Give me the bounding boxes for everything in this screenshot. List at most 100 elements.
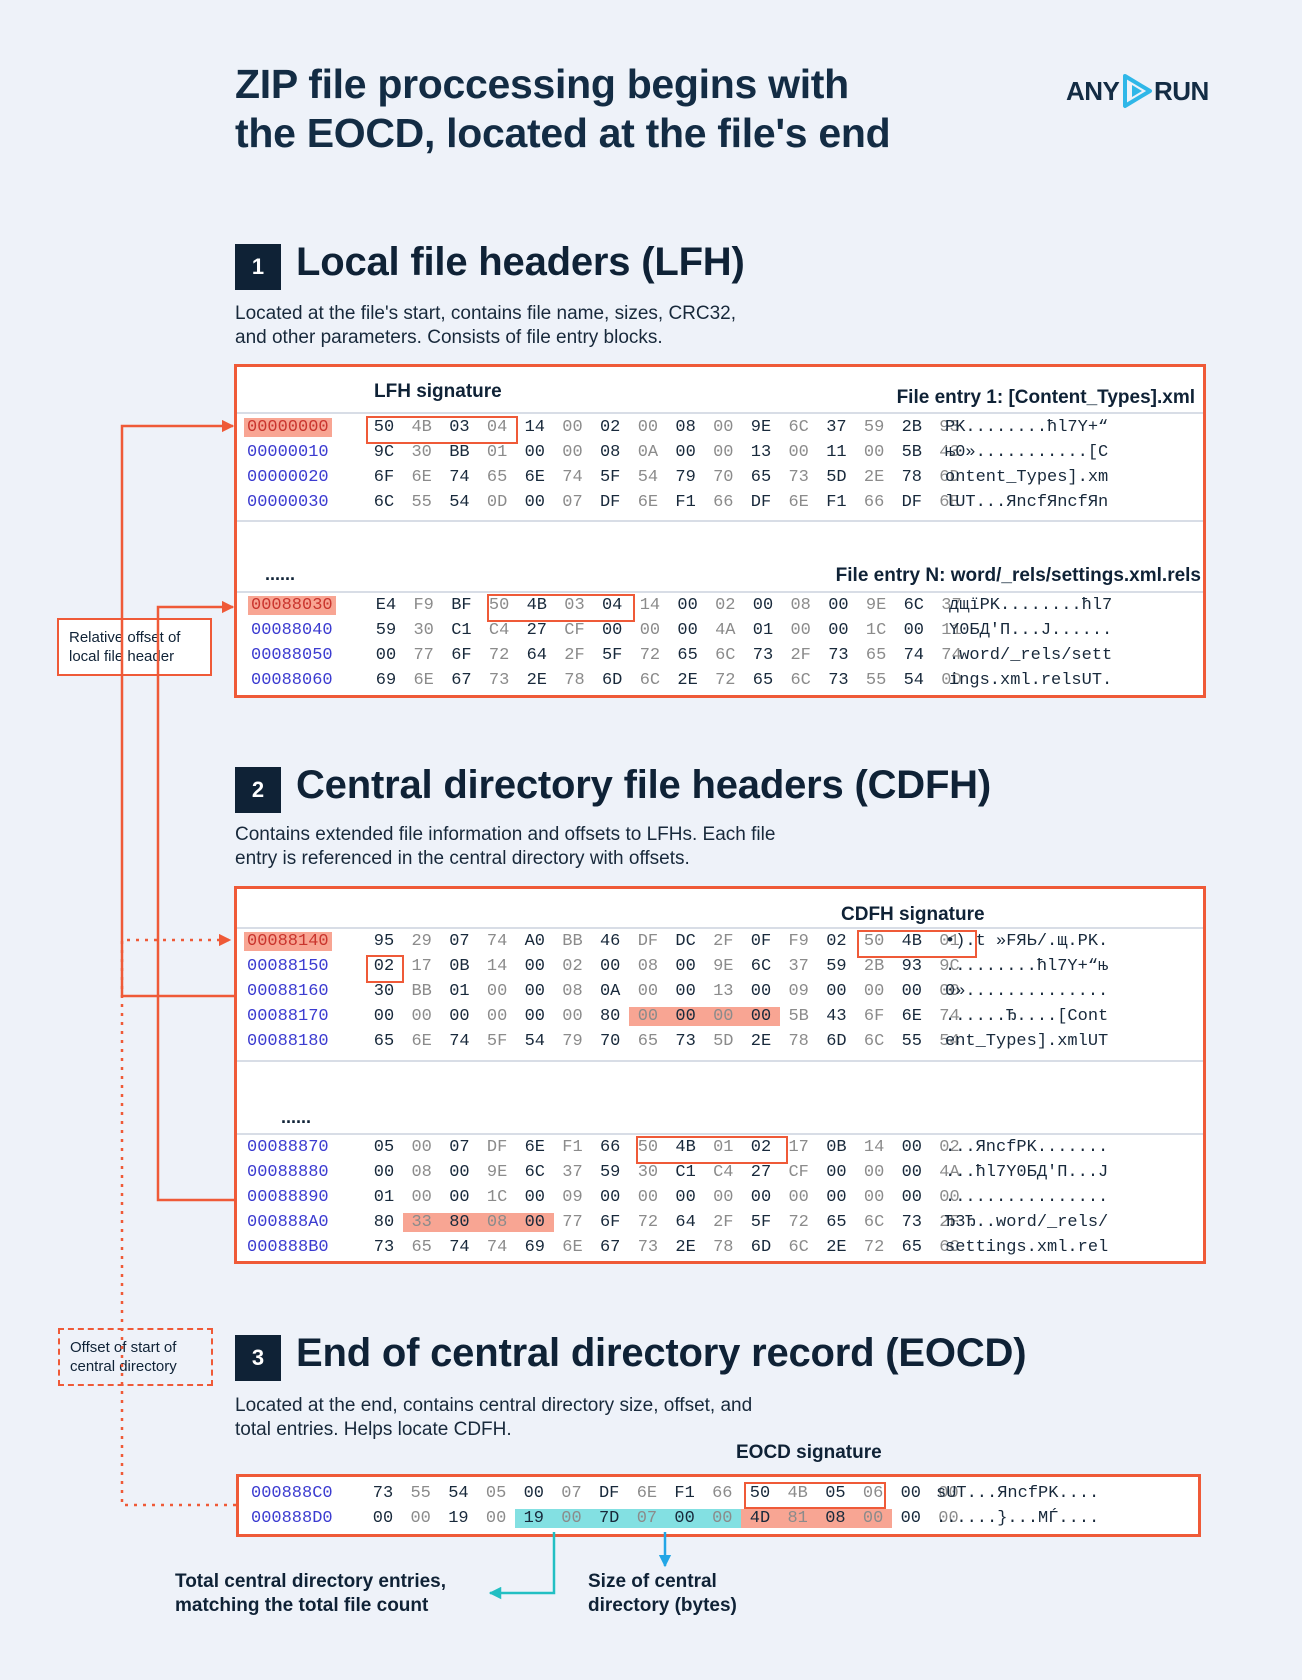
hex-byte: 01	[449, 982, 470, 1001]
hex-byte: 4B	[526, 596, 547, 615]
hex-byte: C1	[675, 1163, 696, 1182]
hex-byte: 69	[524, 1238, 545, 1257]
title-line-1: ZIP file proccessing begins with	[235, 61, 849, 107]
hex-byte: 5B	[788, 1007, 809, 1026]
lfh-signature-box-n	[487, 594, 635, 622]
hex-byte: 6C	[639, 671, 661, 690]
hex-byte: 50	[373, 418, 395, 437]
hex-byte: 6C	[863, 1032, 885, 1051]
hex-byte: 9E	[750, 418, 772, 437]
hex-offset: 00000030	[247, 493, 329, 512]
hex-offset: 000888C0	[251, 1484, 333, 1503]
hex-byte: 00	[750, 982, 772, 1001]
hex-byte: 77	[562, 1213, 583, 1232]
hex-byte: DF	[750, 493, 772, 512]
hex-byte: 54	[903, 671, 924, 690]
hex-byte: 01	[486, 443, 508, 462]
hex-byte: 00	[628, 1007, 667, 1026]
hex-byte: 9E	[486, 1163, 508, 1182]
hex-byte: 00	[901, 1188, 922, 1207]
hex-byte: F9	[788, 932, 809, 951]
hex-byte: 2F	[939, 1213, 960, 1232]
hex-byte: 5F	[601, 646, 623, 665]
hex-byte: 00	[750, 1188, 772, 1207]
hex-byte: 70	[713, 468, 734, 487]
lfh-signature-box-1	[366, 416, 518, 444]
hex-byte: 00	[713, 443, 734, 462]
hex-byte: 00	[938, 1509, 959, 1528]
hex-byte: DC	[675, 932, 696, 951]
hex-byte: 65	[901, 1238, 922, 1257]
hex-byte: 01	[373, 1188, 395, 1207]
hex-byte: 2F	[713, 932, 734, 951]
hex-ascii: lUT...ЯncfЯncfЯn	[945, 493, 1109, 512]
hex-byte: 1C	[865, 621, 887, 640]
hex-byte: BB	[449, 443, 470, 462]
hex-ascii: ...ЯncfPK.......	[945, 1138, 1109, 1157]
hex-byte: 08	[675, 418, 696, 437]
hex-byte: 00	[677, 596, 698, 615]
hex-byte: 54	[939, 1032, 960, 1051]
hex-byte: 66	[863, 493, 885, 512]
cd-size-annotation: Size of central directory (bytes)	[588, 1570, 737, 1618]
hex-ascii: ...ħl7Y0БД'П...J	[945, 1163, 1109, 1182]
page-title: ZIP file proccessing begins with the EOC…	[235, 60, 1035, 158]
hex-byte: 00	[863, 1188, 885, 1207]
hex-byte: 02	[750, 1138, 772, 1157]
hex-byte: C4	[713, 1163, 734, 1182]
hex-byte: 00	[411, 1188, 432, 1207]
hex-ascii: Ђ3Ђ..word/_rels/	[945, 1213, 1109, 1232]
hex-byte: 6C	[750, 957, 772, 976]
hex-offset: 000888D0	[251, 1509, 333, 1528]
hex-offset: 00088030	[248, 596, 336, 615]
hex-byte: 00	[524, 1007, 545, 1026]
file-entry-1-label: File entry 1: [Content_Types].xml	[896, 387, 1195, 408]
hex-byte: 00	[901, 1163, 922, 1182]
lfh-1-offset-arrow	[120, 419, 235, 998]
hex-byte: 00	[562, 1007, 583, 1026]
hex-byte: 79	[562, 1032, 583, 1051]
hex-byte: 6D	[601, 671, 623, 690]
hex-byte: 80	[373, 1213, 395, 1232]
hex-byte: 00	[900, 1484, 921, 1503]
hex-byte: DF	[486, 1138, 508, 1157]
hex-byte: 00	[562, 418, 583, 437]
hex-byte: 55	[865, 671, 887, 690]
hex-byte: 00	[637, 1188, 659, 1207]
hex-offset: 00088170	[247, 1007, 329, 1026]
hex-byte: 30	[411, 443, 432, 462]
total-entries-annotation: Total central directory entries, matchin…	[175, 1570, 446, 1618]
hex-byte: 43	[826, 1007, 847, 1026]
hex-byte: 55	[411, 493, 432, 512]
hex-byte: 07	[562, 493, 583, 512]
hex-byte: 13	[713, 982, 734, 1001]
hex-byte: 59	[375, 621, 397, 640]
hex-byte: 50	[863, 932, 885, 951]
cdfh-signature-box-1b	[366, 955, 404, 983]
hex-offset: 00088890	[247, 1188, 329, 1207]
hex-byte: 6C	[939, 1238, 960, 1257]
hex-offset: 00088040	[251, 621, 333, 640]
hex-byte: 14	[524, 418, 545, 437]
hex-byte: 02	[715, 596, 736, 615]
hex-byte: 80	[440, 1213, 479, 1232]
hex-byte: 00	[901, 1138, 922, 1157]
section-3-description: Located at the end, contains central dir…	[235, 1394, 752, 1442]
hex-byte: DF	[901, 493, 922, 512]
hex-byte: 00	[828, 621, 849, 640]
hex-ascii: settings.xml.rel	[945, 1238, 1109, 1257]
hex-byte: 6C	[903, 596, 924, 615]
hex-byte: 72	[637, 1213, 659, 1232]
play-icon	[1123, 74, 1152, 108]
hex-byte: 03	[564, 596, 585, 615]
hex-byte: 00	[523, 1484, 544, 1503]
hex-byte: 9C	[939, 957, 960, 976]
